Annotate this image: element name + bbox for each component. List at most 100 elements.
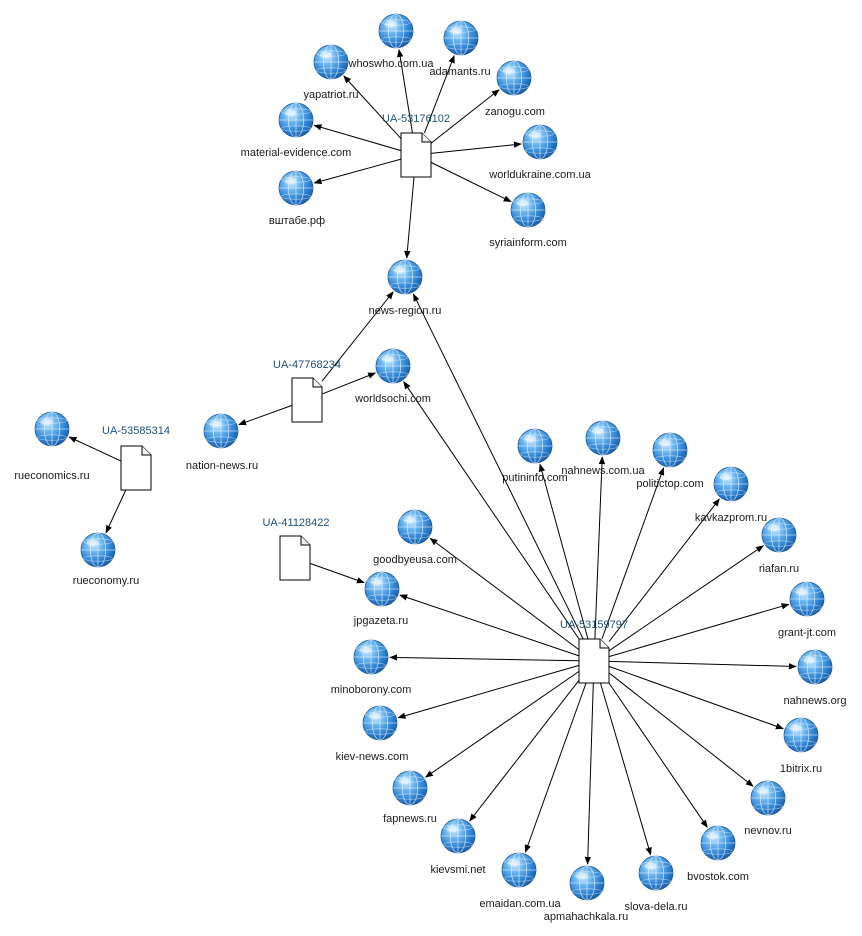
site-node-minoborony[interactable]: minoborony.com	[331, 639, 412, 696]
tracking-id-node-ua2[interactable]: UA-47768234	[273, 359, 341, 423]
site-label: 1bitrix.ru	[780, 763, 822, 775]
site-label: syriainform.com	[489, 237, 567, 249]
site-node-putininfo[interactable]: putininfo.com	[502, 428, 568, 484]
edge-ua5-kievnews	[397, 664, 580, 719]
globe-icon	[278, 102, 314, 138]
site-node-nahnewsua[interactable]: nahnews.com.ua	[561, 420, 645, 477]
site-label: emaidan.com.ua	[479, 898, 561, 910]
edge-ua1-newsregion	[404, 176, 415, 259]
globe-icon	[313, 44, 349, 80]
globe-icon	[585, 420, 621, 456]
site-label: slova-dela.ru	[625, 901, 688, 913]
edge-ua5-bvostok	[608, 682, 708, 828]
site-node-jpgazeta[interactable]: jpgazeta.ru	[353, 571, 408, 627]
site-label: goodbyeusa.com	[373, 554, 457, 566]
tracking-id-node-ua1[interactable]: UA-53176102	[382, 113, 450, 178]
site-node-kievnews[interactable]: kiev-news.com	[336, 705, 409, 763]
globe-icon	[522, 124, 558, 160]
edge-ua1-material	[313, 124, 402, 152]
globe-icon	[378, 13, 414, 49]
edge-ua3-rueconomics	[68, 436, 122, 462]
globe-icon	[638, 855, 674, 891]
edge-ua5-nahnewsua	[594, 456, 606, 640]
globe-icon	[397, 509, 433, 545]
globe-icon	[501, 852, 537, 888]
globe-icon	[278, 170, 314, 206]
edge-ua5-worldsochi	[403, 381, 580, 640]
site-node-kavkazprom[interactable]: kavkazprom.ru	[695, 466, 767, 524]
site-node-material[interactable]: material-evidence.com	[241, 102, 352, 159]
tracking-id-node-ua5[interactable]: UA-53159797	[560, 619, 628, 684]
globe-icon	[750, 780, 786, 816]
tracking-id-node-ua4[interactable]: UA-41128422	[262, 517, 330, 581]
tracking-id-label: UA-53159797	[560, 619, 628, 631]
site-node-worldukraine[interactable]: worldukraine.com.ua	[488, 124, 592, 181]
document-icon	[578, 638, 610, 684]
edge-ua1-yapatriot	[343, 75, 402, 139]
edge-ua5-emaidan	[524, 682, 587, 853]
edge-ua1-whoswho	[397, 48, 413, 134]
globe-icon	[713, 466, 749, 502]
site-label: worldsochi.com	[354, 393, 431, 405]
site-node-worldsochi[interactable]: worldsochi.com	[354, 348, 431, 405]
site-label: minoborony.com	[331, 684, 412, 696]
site-node-adamants[interactable]: adamants.ru	[429, 20, 491, 78]
site-label: nevnov.ru	[744, 825, 792, 837]
globe-icon	[510, 192, 546, 228]
site-node-fapnews[interactable]: fapnews.ru	[383, 770, 437, 825]
globe-icon	[797, 649, 833, 685]
tracking-id-label: UA-53585314	[102, 425, 170, 437]
edge-ua5-bitrix	[608, 665, 784, 730]
site-node-whoswho[interactable]: whoswho.com.ua	[348, 13, 435, 70]
edge-ua5-minoborony	[389, 654, 580, 662]
site-node-yapatriot[interactable]: yapatriot.ru	[303, 44, 359, 101]
site-label: worldukraine.com.ua	[488, 169, 591, 181]
edge-ua5-nevnov	[608, 672, 754, 787]
site-node-grantjt[interactable]: grant-jt.com	[778, 581, 836, 639]
site-node-newsregion[interactable]: news-region.ru	[369, 259, 442, 317]
site-label: kavkazprom.ru	[695, 512, 767, 524]
site-label: rueconomics.ru	[14, 470, 89, 482]
edge-ua5-kavkazprom	[608, 498, 720, 642]
globe-icon	[80, 532, 116, 568]
site-node-rueconomics[interactable]: rueconomics.ru	[14, 411, 90, 482]
edge-ua1-zanogu	[430, 89, 500, 144]
site-node-apmahach[interactable]: apmahachkala.ru	[544, 865, 628, 923]
site-node-bvostok[interactable]: bvostok.com	[687, 825, 749, 883]
document-icon	[291, 377, 323, 423]
site-node-slovadela[interactable]: slova-dela.ru	[625, 855, 688, 913]
site-label: bvostok.com	[687, 871, 749, 883]
site-node-nevnov[interactable]: nevnov.ru	[744, 780, 792, 837]
document-icon	[279, 535, 311, 581]
site-node-bitrix[interactable]: 1bitrix.ru	[780, 717, 822, 775]
globe-icon	[387, 259, 423, 295]
document-icon	[120, 445, 152, 491]
site-label: вштабе.рф	[269, 215, 325, 227]
globe-icon	[353, 639, 389, 675]
site-label: riafan.ru	[759, 563, 799, 575]
site-node-nationnews[interactable]: nation-news.ru	[186, 413, 258, 472]
site-node-kievsmi[interactable]: kievsmi.net	[430, 818, 486, 876]
site-node-politictop[interactable]: politictop.com	[636, 432, 704, 490]
site-node-emaidan[interactable]: emaidan.com.ua	[479, 852, 562, 910]
site-label: kievsmi.net	[430, 864, 485, 876]
site-label: rueconomy.ru	[73, 575, 139, 587]
site-node-goodbyeusa[interactable]: goodbyeusa.com	[373, 509, 457, 566]
document-icon	[400, 132, 432, 178]
edge-ua5-putininfo	[538, 463, 589, 640]
site-label: kiev-news.com	[336, 751, 409, 763]
site-node-vshtabe[interactable]: вштабе.рф	[269, 170, 325, 227]
edge-ua5-riafan	[608, 545, 764, 652]
site-node-riafan[interactable]: riafan.ru	[759, 517, 799, 575]
site-label: nahnews.com.ua	[561, 465, 645, 477]
site-label: putininfo.com	[502, 472, 567, 484]
globe-icon	[203, 413, 239, 449]
site-node-rueconomy[interactable]: rueconomy.ru	[73, 532, 139, 587]
edge-ua5-apmahach	[584, 682, 594, 865]
tracking-id-node-ua3[interactable]: UA-53585314	[102, 425, 170, 491]
site-node-zanogu[interactable]: zanogu.com	[485, 60, 545, 118]
globe-icon	[652, 432, 688, 468]
site-label: jpgazeta.ru	[353, 615, 408, 627]
site-node-nahnewsorg[interactable]: nahnews.org	[784, 649, 847, 707]
site-node-syriainform[interactable]: syriainform.com	[489, 192, 567, 249]
